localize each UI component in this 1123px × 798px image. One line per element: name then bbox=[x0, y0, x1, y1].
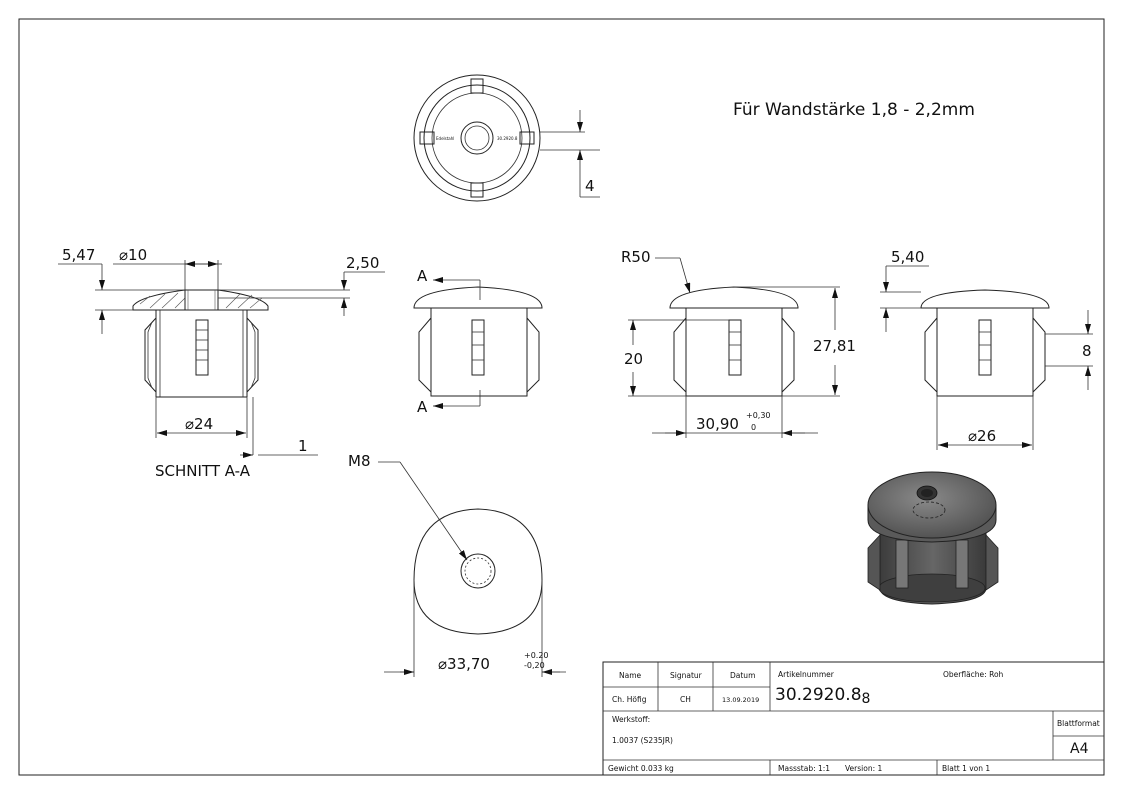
dim-8-label: 8 bbox=[1082, 342, 1092, 360]
dim-33-70-tol-upper: +0.20 bbox=[524, 651, 549, 660]
tb-col-signatur: Signatur bbox=[670, 671, 703, 680]
dim-r50-label: R50 bbox=[621, 248, 651, 266]
tb-werkstoff-label: Werkstoff: bbox=[612, 715, 650, 724]
tb-col-artikel: Artikelnummer bbox=[778, 670, 835, 679]
tb-gewicht: Gewicht 0.033 kg bbox=[608, 764, 674, 773]
dim-d10-label: ⌀10 bbox=[119, 246, 147, 264]
cut-a-bottom-label: A bbox=[417, 398, 428, 416]
front-view: A A bbox=[413, 267, 543, 416]
dim-2-50-label: 2,50 bbox=[346, 254, 379, 272]
tb-oberflaeche: Oberfläche: Roh bbox=[943, 670, 1004, 679]
tb-datum: 13.09.2019 bbox=[722, 696, 759, 704]
tb-blattformat: A4 bbox=[1070, 741, 1089, 757]
bottom-view: ⌀33,70 +0.20 -0,20 M8 bbox=[348, 452, 566, 677]
dim-d26-label: ⌀26 bbox=[968, 427, 996, 445]
cut-a-top-label: A bbox=[417, 267, 428, 285]
dim-m8-label: M8 bbox=[348, 452, 371, 470]
tb-werkstoff: 1.0037 (S235JR) bbox=[612, 736, 673, 745]
dim-20-label: 20 bbox=[624, 350, 643, 368]
dim-30-90-tol-lower: 0 bbox=[751, 423, 756, 432]
tb-massstab: Massstab: 1:1 bbox=[778, 764, 830, 773]
section-view: 5,47 ⌀10 2,50 ⌀24 1 SCHNITT A-A bbox=[58, 246, 385, 480]
svg-text:30.2920.8: 30.2920.8 bbox=[497, 136, 518, 141]
dim-27-81-label: 27,81 bbox=[813, 337, 856, 355]
dim-1-label: 1 bbox=[298, 437, 308, 455]
tb-blattformat-label: Blattformat bbox=[1057, 719, 1100, 728]
dim-30-90-tol-upper: +0,30 bbox=[746, 411, 771, 420]
tb-col-datum: Datum bbox=[730, 671, 755, 680]
tb-signatur: CH bbox=[680, 695, 691, 704]
dim-4-label: 4 bbox=[585, 177, 595, 195]
tb-col-name: Name bbox=[619, 671, 642, 680]
top-view: Edelstahl 30.2920.8 4 bbox=[413, 74, 600, 202]
sheet-frame bbox=[18, 18, 1105, 776]
svg-text:Edelstahl: Edelstahl bbox=[436, 136, 454, 141]
section-label: SCHNITT A-A bbox=[155, 462, 251, 480]
dim-5-40-label: 5,40 bbox=[891, 248, 924, 266]
right-view: 5,40 8 ⌀26 bbox=[880, 248, 1093, 450]
title-block: Name Signatur Datum Artikelnummer Oberfl… bbox=[602, 661, 1105, 776]
tb-name: Ch. Höfig bbox=[612, 695, 647, 704]
isometric-view bbox=[867, 471, 999, 605]
wall-thickness-note: Für Wandstärke 1,8 - 2,2mm bbox=[733, 100, 975, 120]
dim-5-47-label: 5,47 bbox=[62, 246, 95, 264]
dim-d33-70-label: ⌀33,70 bbox=[438, 655, 490, 673]
tb-version: Version: 1 bbox=[845, 764, 882, 773]
dim-30-90-label: 30,90 bbox=[696, 415, 739, 433]
tb-blatt: Blatt 1 von 1 bbox=[942, 764, 990, 773]
dim-d24-label: ⌀24 bbox=[185, 415, 213, 433]
dim-33-70-tol-lower: -0,20 bbox=[524, 661, 545, 670]
tb-artikelnummer: 30.2920.88 bbox=[775, 685, 870, 707]
side-view: R50 20 27,81 30,90 +0,30 0 bbox=[621, 248, 856, 438]
